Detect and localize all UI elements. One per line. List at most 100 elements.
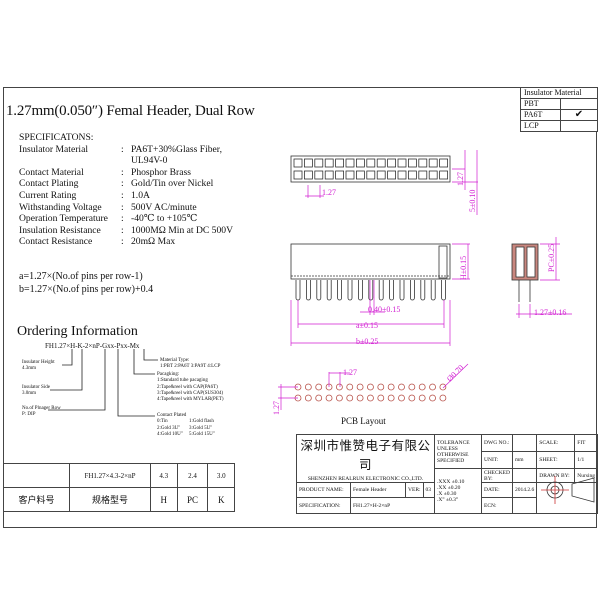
ordering-code: FH1.27×H-K-2×nP-Gxx-Pxx-Mx [45,342,140,350]
contact-cavity [407,158,417,168]
contact-cavity [355,170,365,180]
pcb-hole [398,383,405,391]
drawing-frame [3,87,597,528]
pcb-hole [429,383,436,391]
spec-row: Contact Plating:Gold/Tin over Nickel [19,178,214,190]
spec-value: PA6T+30%Glass Fiber, [131,143,223,155]
pcb-hole [335,383,343,391]
pcb-hole [429,394,436,402]
pin [430,280,436,301]
spec-value: -40℃ to +105℃ [131,213,198,225]
pcb-hole [315,394,323,402]
product-name: Female Header [350,482,406,498]
spec-value: 1.0A [131,189,150,201]
pin [306,280,311,301]
dim-pcb-row: 1.27 [272,401,281,415]
note-material-type: Material Type:1:PBT 2:PA6T 3:PA9T 4:LCP [160,358,221,370]
pin [410,280,415,301]
pcb-hole [377,394,385,402]
pcb-hole [408,394,416,402]
pcb-hole [315,383,323,391]
contact-cavity [324,170,334,180]
part-k: 3.0 [207,463,235,488]
spec-label: Operation Temperature [19,213,108,225]
contact-cavity [366,170,376,180]
pin [389,280,394,301]
contact-cavity [428,170,438,180]
pcb-hole [377,383,385,391]
dim-pc: PC±0.25 [547,244,556,272]
spec-value: UL94V-0 [131,155,168,167]
dwg-no [512,434,538,452]
contact-cavity [376,170,386,180]
pcb-hole [304,394,312,402]
contact-cavity [428,158,438,168]
part-number [3,463,70,488]
contact-cavity [293,158,303,168]
scale: FIT [574,434,598,452]
spec-row: Withstanding Voltage:500V AC/minute [19,201,197,213]
pin [337,280,342,301]
unit: mm [512,451,538,469]
ordering-leaders [48,349,158,417]
specification: FH1.27×H-2×nP [349,497,436,514]
contact-cavity [303,158,313,168]
pcb-hole [439,394,447,402]
pcb-hole [387,394,395,402]
contact-cavity [324,158,334,168]
pin [378,280,384,301]
contact-cavity [387,158,397,168]
spec-row: UL94V-0 [19,155,233,167]
drawing-title: 1.27mm(0.050″) Femal Header, Dual Row [6,103,255,119]
contact-cavity [345,170,355,180]
contact-cavity [303,170,313,180]
top-view [290,155,451,183]
contact-cavity [293,170,303,180]
dim-pitch: 1.27 [322,188,336,197]
pin [326,280,332,301]
date: 2014.2.6 [512,482,538,498]
contact-cavity [366,158,376,168]
insulator-material-table: Insulator Material PBT PA6T✔ LCP [520,87,598,132]
spec-label: Current Rating [19,189,77,201]
ordering-title: Ordering Information [17,324,138,339]
pcb-hole [398,394,405,402]
spec-label: Contact Resistance [19,236,93,248]
contact-cavity [335,170,345,180]
pcb-hole [356,394,364,402]
pcb-hole [418,383,426,391]
pcb-hole [335,394,343,402]
contact-cavity [387,170,397,180]
pcb-hole [346,394,354,402]
dimension-lines [278,150,572,410]
drawn-by: Nursing [574,468,598,483]
spec-label: Contact Material [19,166,84,178]
contact-cavity [314,158,324,168]
dim-hole: Ø0.70 [445,363,465,383]
contact-cavity [418,158,428,168]
dim-width: 5±0.10 [468,190,477,212]
pcb-hole [387,383,395,391]
contact-cavity [407,170,417,180]
pcb-hole [418,394,426,402]
spec-value: Phosphor Brass [131,166,191,178]
contact-cavity [439,170,449,180]
pcb-hole [346,383,354,391]
dim-height: H±0.15 [459,256,468,280]
side-view [290,243,451,301]
spec-value: 500V AC/minute [131,201,197,213]
spec-row: Insulator Material:PA6T+30%Glass Fiber, [19,143,223,155]
pcb-hole [367,394,374,402]
formula-a: a=1.27×(No.of pins per row-1) [19,271,143,282]
sheet: 1/1 [574,451,598,469]
pin [295,280,301,301]
pcb-hole [439,383,447,391]
pin [347,280,353,301]
dim-a: a±0.15 [356,321,378,330]
